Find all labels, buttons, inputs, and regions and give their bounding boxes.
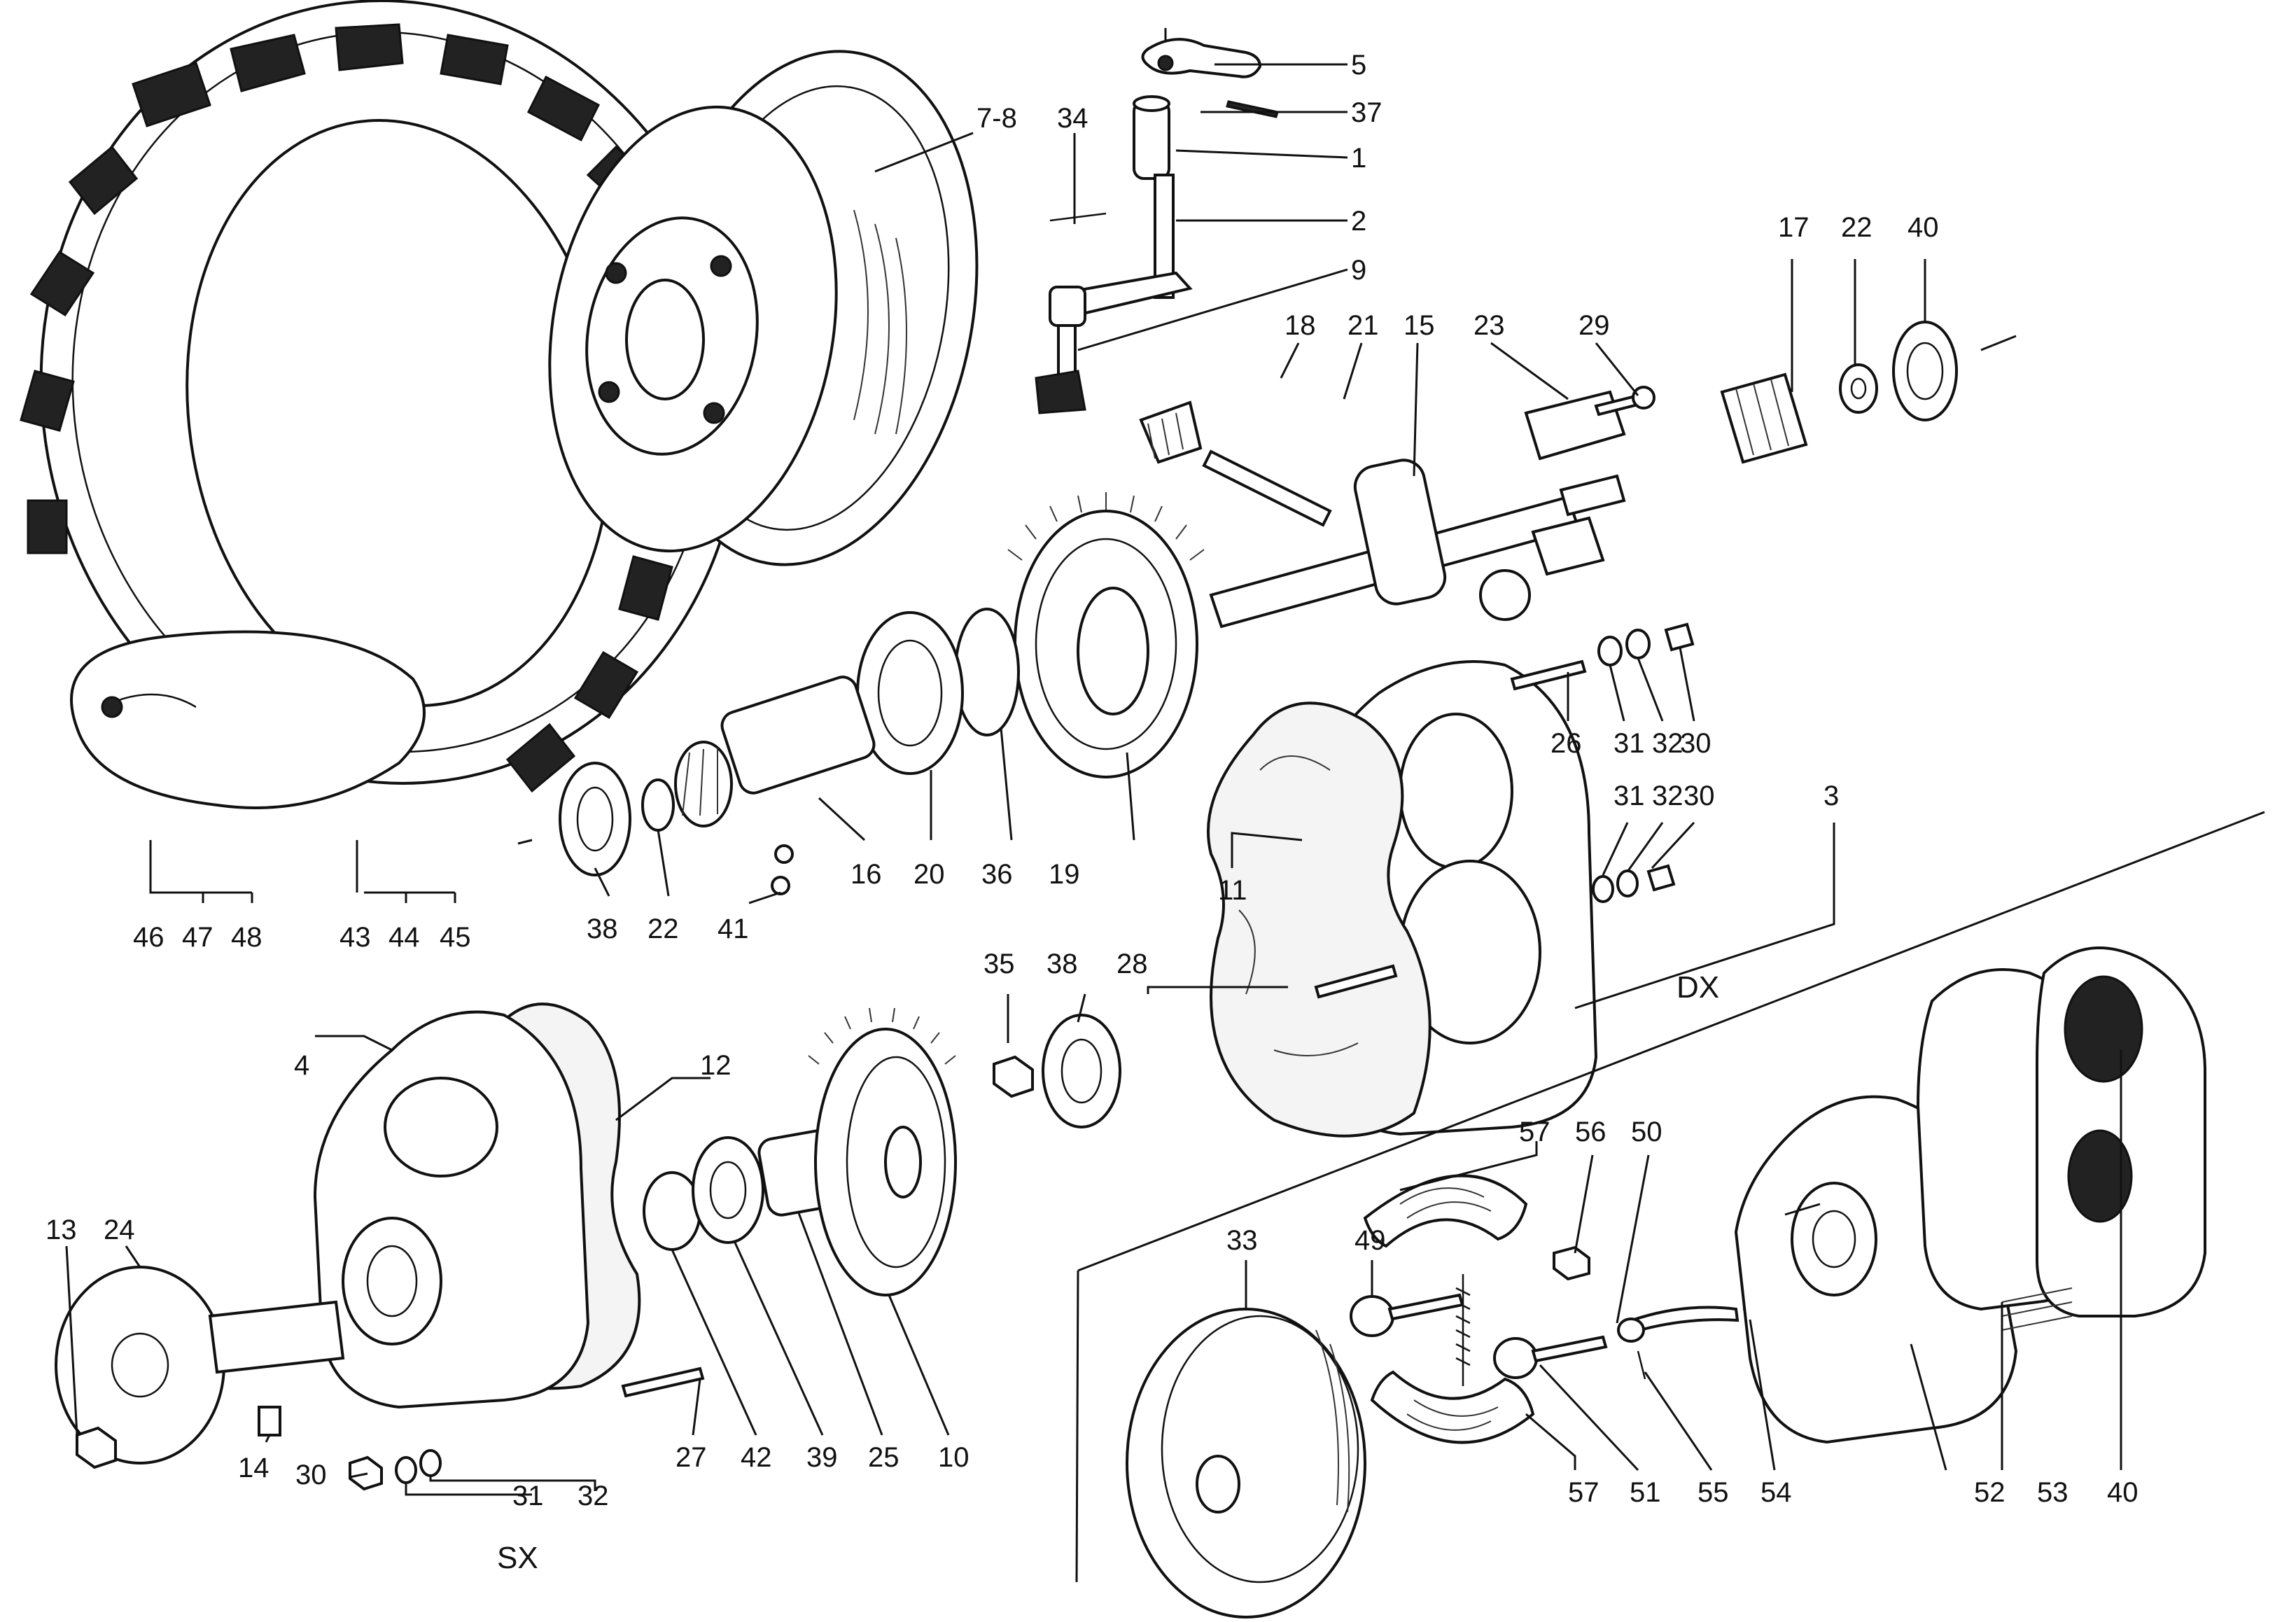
- callout-7-8: 7-8: [976, 103, 1017, 134]
- callout-36: 36: [981, 859, 1013, 890]
- callout-48: 48: [231, 922, 262, 953]
- callout-27: 27: [676, 1442, 707, 1473]
- callout-13: 13: [46, 1215, 77, 1245]
- brake-assembly: [1126, 1174, 1765, 1618]
- callout-32c: 32: [578, 1481, 609, 1511]
- callout-54: 54: [1760, 1477, 1792, 1508]
- callout-43: 43: [340, 922, 371, 953]
- callout-32: 32: [1652, 728, 1684, 759]
- callout-41: 41: [718, 914, 749, 944]
- callout-51: 51: [1630, 1477, 1661, 1508]
- wheel-rim: [548, 50, 979, 566]
- callout-10: 10: [938, 1442, 969, 1473]
- callout-44: 44: [388, 922, 420, 953]
- callout-31: 31: [1614, 728, 1645, 759]
- callout-40: 40: [1907, 212, 1939, 243]
- callout-39: 39: [806, 1442, 838, 1473]
- callout-30b: 30: [1684, 781, 1715, 811]
- callout-22: 22: [1841, 212, 1872, 243]
- callout-9: 9: [1351, 255, 1366, 286]
- callout-2: 2: [1351, 206, 1366, 237]
- callout-1: 1: [1351, 143, 1366, 174]
- callout-18: 18: [1284, 310, 1316, 341]
- callout-29: 29: [1578, 310, 1610, 341]
- callout-23: 23: [1474, 310, 1505, 341]
- callout-22b: 22: [648, 914, 679, 944]
- callout-15: 15: [1404, 310, 1435, 341]
- callout-5: 5: [1351, 50, 1366, 81]
- callout-38: 38: [587, 914, 618, 944]
- callout-56: 56: [1575, 1117, 1606, 1147]
- callout-30: 30: [1680, 728, 1712, 759]
- callout-labels: 5 37 1 2 9 34 7-8 17 22 40 18 21 15 23 2…: [46, 50, 2138, 1575]
- callout-53: 53: [2037, 1477, 2068, 1508]
- callout-26: 26: [1550, 728, 1582, 759]
- callout-57b: 57: [1568, 1477, 1600, 1508]
- callout-37: 37: [1351, 97, 1382, 128]
- callout-40b: 40: [2107, 1477, 2138, 1508]
- callout-50: 50: [1631, 1117, 1662, 1147]
- callout-11: 11: [1218, 875, 1247, 906]
- callout-32b: 32: [1652, 781, 1684, 811]
- section-label-sx: SX: [497, 1541, 538, 1575]
- callout-31b: 31: [1614, 781, 1645, 811]
- callout-38b: 38: [1046, 949, 1078, 979]
- callout-57: 57: [1519, 1117, 1550, 1147]
- callout-24: 24: [104, 1215, 135, 1245]
- callout-52: 52: [1974, 1477, 2005, 1508]
- callout-19: 19: [1049, 859, 1080, 890]
- callout-46: 46: [133, 922, 164, 953]
- callout-55: 55: [1698, 1477, 1729, 1508]
- callout-12: 12: [700, 1050, 732, 1081]
- callout-31c: 31: [512, 1481, 544, 1511]
- callout-4: 4: [294, 1050, 309, 1081]
- callout-34: 34: [1057, 103, 1088, 134]
- callout-25: 25: [868, 1442, 899, 1473]
- section-label-dx: DX: [1676, 970, 1719, 1005]
- callout-33: 33: [1226, 1225, 1258, 1256]
- callout-45: 45: [440, 922, 471, 953]
- callout-28: 28: [1116, 949, 1148, 979]
- rear-housing: [1734, 946, 2206, 1444]
- left-housing-sx: [55, 1002, 1121, 1491]
- callout-14: 14: [238, 1453, 270, 1483]
- brake-lever-assembly: [1035, 28, 1279, 414]
- callout-35: 35: [983, 949, 1015, 979]
- section-divider: [1077, 811, 2265, 1272]
- callout-47: 47: [182, 922, 214, 953]
- callout-30c: 30: [295, 1460, 327, 1490]
- differential-shaft-assembly: [1139, 321, 2017, 629]
- callout-3: 3: [1823, 781, 1839, 811]
- callout-20: 20: [913, 859, 945, 890]
- crown-gear-and-hub: [517, 492, 1205, 895]
- callout-49: 49: [1354, 1225, 1386, 1256]
- callout-21: 21: [1348, 310, 1379, 341]
- callout-42: 42: [741, 1442, 772, 1473]
- leader-lines: [65, 63, 2122, 1496]
- callout-17: 17: [1778, 212, 1809, 243]
- callout-16: 16: [850, 859, 882, 890]
